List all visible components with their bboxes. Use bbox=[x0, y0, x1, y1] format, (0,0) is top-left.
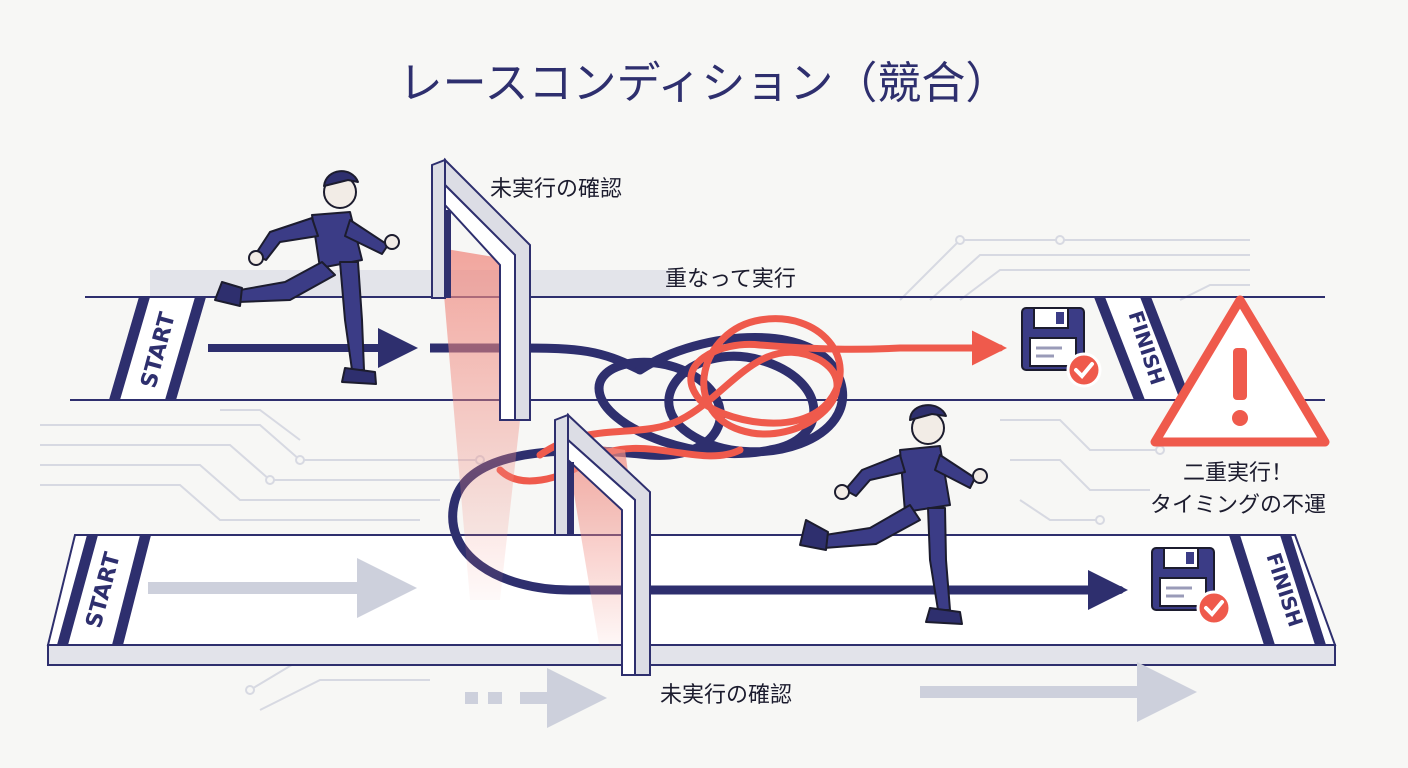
warning-line-1: 二重実行！ bbox=[1183, 461, 1293, 486]
bottom-runner-figure bbox=[799, 404, 988, 625]
page-title: レースコンディション（競合） bbox=[399, 58, 1010, 109]
overlap-label: 重なって実行 bbox=[665, 267, 796, 292]
bottom-check-label: 未実行の確認 bbox=[660, 683, 792, 708]
warning-triangle-icon bbox=[1150, 295, 1330, 447]
bottom-save-icon bbox=[1151, 547, 1232, 626]
top-thread-arrow bbox=[208, 328, 643, 375]
top-track: START FINISH bbox=[70, 270, 1325, 401]
top-save-icon bbox=[1021, 307, 1102, 388]
top-check-badge-icon bbox=[1066, 352, 1102, 388]
bottom-check-badge-icon bbox=[1196, 590, 1232, 626]
top-runner-figure bbox=[214, 170, 400, 385]
grey-arrows bbox=[148, 558, 1197, 728]
top-check-label: 未実行の確認 bbox=[490, 177, 622, 202]
bottom-track: START FINISH bbox=[46, 534, 1337, 666]
top-check-gate bbox=[431, 157, 531, 421]
bottom-check-gate bbox=[554, 412, 651, 676]
warning-line-2: タイミングの不運 bbox=[1150, 493, 1326, 518]
